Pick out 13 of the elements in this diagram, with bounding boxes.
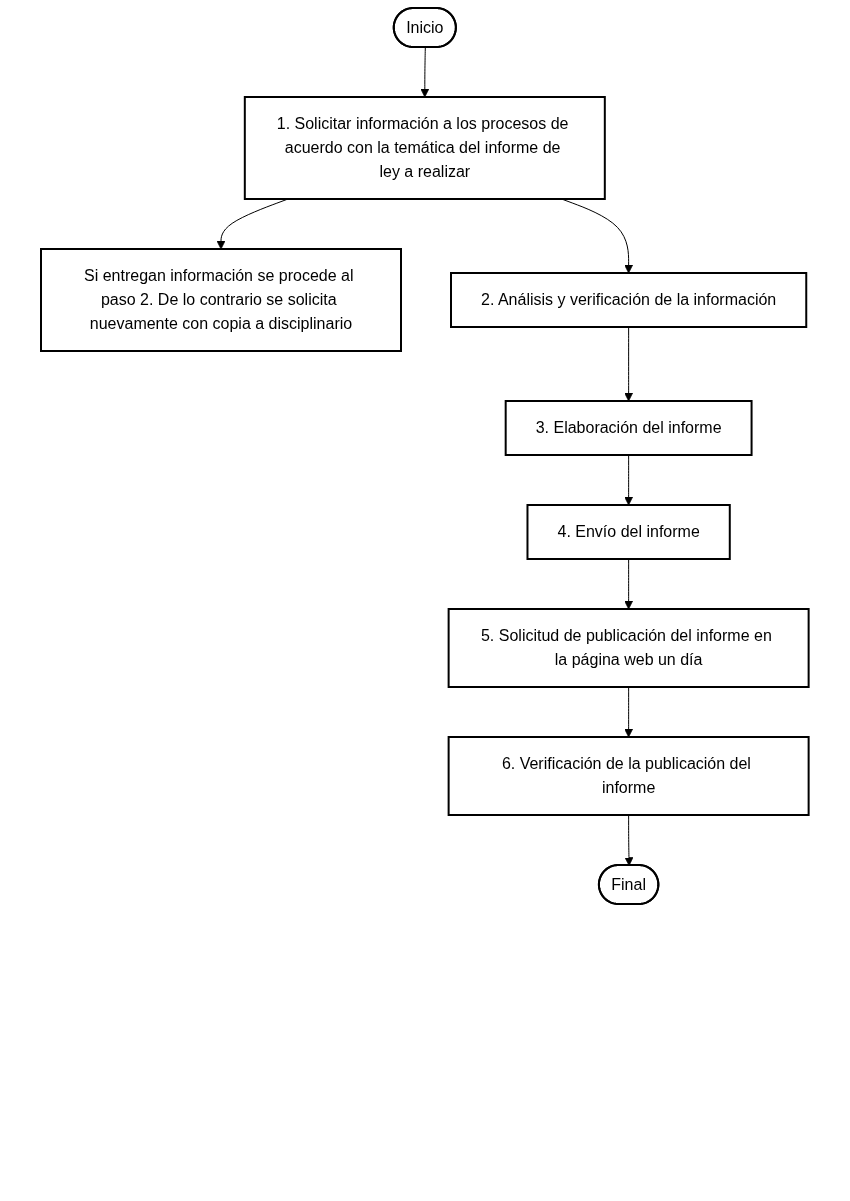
node-box: 3. Elaboración del informe (504, 400, 753, 456)
node-box: 2. Análisis y verificación de la información (450, 272, 808, 328)
node-box: Si entregan información se procede al paso 2. De lo contrario se solicita nuevamente con copia a disciplinario (40, 248, 403, 352)
node-box: 5. Solicitud de publicación del informe en la página web un día (447, 608, 810, 688)
arrow (420, 47, 430, 98)
arrow (624, 686, 634, 738)
node-box: 1. Solicitar información a los procesos de acuerdo con la temática del informe de ley a realizar (244, 96, 606, 200)
node-box: 6. Verificación de la publicación del informe (447, 736, 810, 816)
node-box: 4. Envío del informe (526, 504, 731, 560)
arrow (624, 558, 634, 610)
arrow (624, 326, 634, 402)
arrow (624, 454, 634, 506)
arrow (624, 814, 634, 866)
